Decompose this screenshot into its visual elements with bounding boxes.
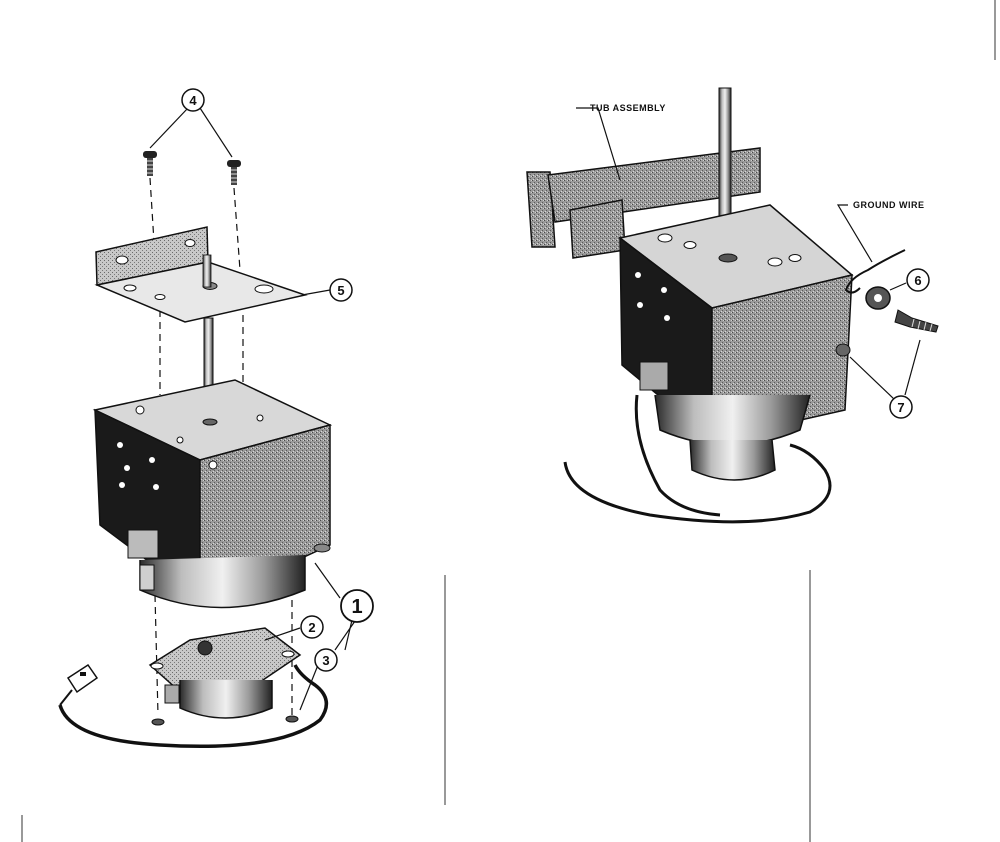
screw-right xyxy=(227,160,241,185)
motor-drum-right xyxy=(654,394,811,481)
motor-drum-left xyxy=(139,555,306,609)
callout-4: 4 xyxy=(181,88,205,112)
ground-wire-label: GROUND WIRE xyxy=(853,200,925,210)
body-screw xyxy=(835,343,851,357)
callout-4-label: 4 xyxy=(189,93,197,108)
callout-6-label: 6 xyxy=(914,273,921,288)
mounting-bracket xyxy=(94,226,308,323)
ground-wire xyxy=(844,249,906,294)
callout-1-label: 1 xyxy=(351,596,362,618)
callout-1: 1 xyxy=(340,589,374,623)
right-installed-assembly xyxy=(526,87,939,524)
callout-5-label: 5 xyxy=(337,283,344,298)
tub-assembly-label: TUB ASSEMBLY xyxy=(590,103,666,113)
callout-5: 5 xyxy=(329,278,353,302)
timer-screws xyxy=(151,715,299,726)
plug-terminal xyxy=(66,663,99,694)
timer-motor xyxy=(148,627,302,719)
left-exploded-assembly xyxy=(58,151,333,748)
callout-3: 3 xyxy=(314,648,338,672)
leader-lines xyxy=(149,107,921,711)
callout-2-label: 2 xyxy=(308,620,315,635)
callout-3-label: 3 xyxy=(322,653,329,668)
ground-washer xyxy=(865,286,891,310)
callout-6: 6 xyxy=(906,268,930,292)
callout-7: 7 xyxy=(889,395,913,419)
power-wire-right xyxy=(563,394,832,524)
page-divider-lines xyxy=(21,0,996,842)
tub-assembly-bracket xyxy=(526,147,761,259)
ground-screw xyxy=(894,309,939,333)
callout-2: 2 xyxy=(300,615,324,639)
screw-left xyxy=(143,151,157,176)
callout-7-label: 7 xyxy=(897,400,904,415)
